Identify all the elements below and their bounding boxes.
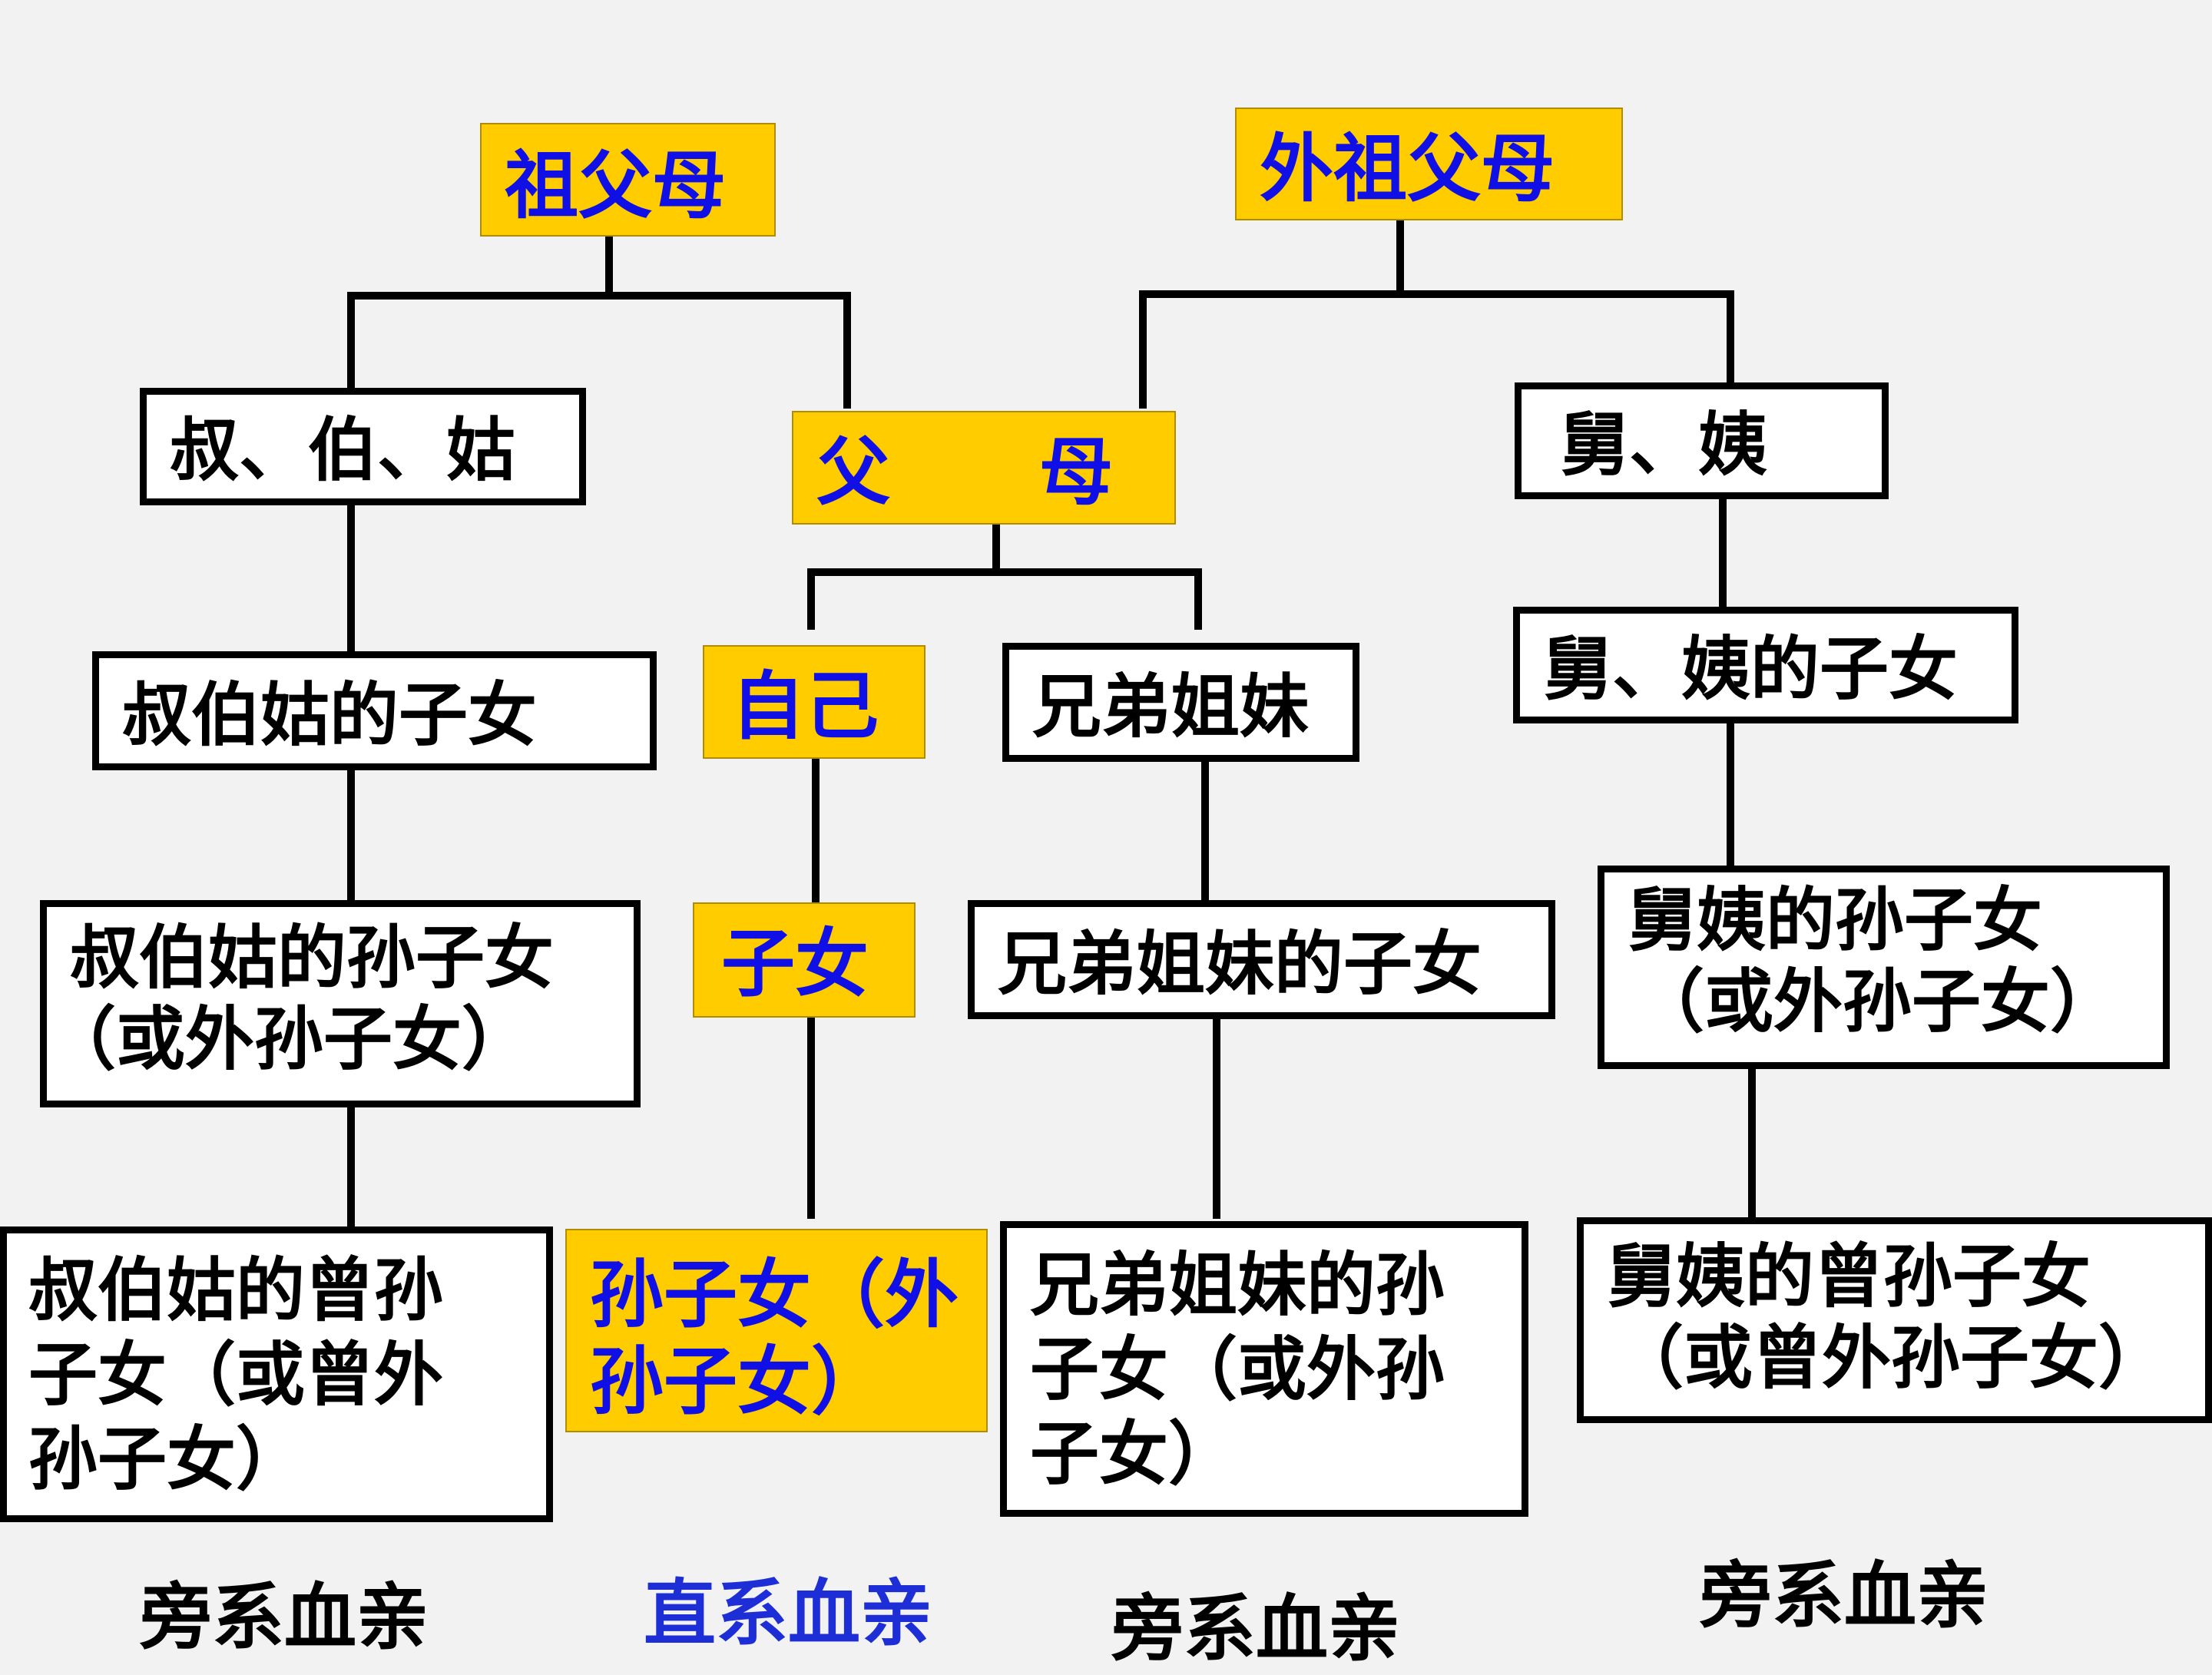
node-paternal-great-grandchildren: 叔伯姑的曾孙 子女（或曾外 孙子女） (0, 1226, 553, 1522)
node-sibling-children: 兄弟姐妹的子女 (968, 900, 1555, 1019)
node-label: 舅、姨 (1560, 405, 1767, 485)
node-maternal-grandparents: 外祖父母 (1235, 108, 1623, 220)
node-label-line: （或外孙子女） (47, 999, 531, 1081)
node-label: 舅、姨的子女 (1543, 629, 1958, 710)
node-label: 外祖父母 (1260, 126, 1555, 212)
node-parents: 父 母 (792, 411, 1176, 525)
node-label: 兄弟姐妹的子女 (998, 924, 1482, 1005)
caption-collateral-middle: 旁系血亲 (1111, 1587, 1401, 1671)
node-label: 子女 (721, 921, 869, 1007)
node-label: 自己 (731, 664, 879, 750)
caption-collateral-left: 旁系血亲 (140, 1576, 429, 1660)
node-maternal-uncles-aunts: 舅、姨 (1515, 382, 1889, 499)
node-label-line: 子女） (1030, 1413, 1237, 1495)
node-label-mother: 母 (1039, 429, 1113, 515)
node-label-line: 叔伯姑的曾孙 (28, 1250, 443, 1331)
node-label-line: 子女（或外孙 (1030, 1329, 1445, 1410)
node-label-line: 兄弟姐妹的孙 (1030, 1245, 1445, 1326)
node-grandchildren: 孙子女（外 孙子女） (565, 1229, 988, 1432)
node-sibling-grandchildren: 兄弟姐妹的孙 子女（或外孙 子女） (1000, 1221, 1528, 1517)
node-label-line: 子女（或曾外 (28, 1334, 443, 1415)
node-self: 自己 (703, 645, 926, 759)
node-label: 叔、伯、姑 (170, 410, 515, 491)
node-label-line: 叔伯姑的孙子女 (70, 918, 554, 998)
node-paternal-uncles-aunts: 叔、伯、姑 (140, 388, 586, 505)
node-label-line: 舅姨的曾孙子女 (1607, 1236, 2091, 1317)
node-label: 祖父母 (505, 143, 726, 229)
node-label-father: 父 (816, 429, 890, 515)
node-label-line: （或外孙子女） (1635, 962, 2119, 1043)
node-paternal-cousin-children: 叔伯姑的孙子女 （或外孙子女） (40, 900, 641, 1107)
caption-collateral-right: 旁系血亲 (1700, 1554, 1989, 1638)
node-maternal-cousin-children: 舅姨的孙子女 （或外孙子女） (1598, 866, 2170, 1069)
node-label-line: 孙子女） (28, 1418, 305, 1500)
node-maternal-cousins: 舅、姨的子女 (1513, 607, 2018, 723)
node-grandparents: 祖父母 (480, 123, 776, 237)
caption-direct: 直系血亲 (644, 1572, 933, 1656)
node-label: 叔伯姑的子女 (122, 675, 537, 756)
node-children: 子女 (693, 902, 916, 1018)
node-label-line: 孙子女） (590, 1339, 885, 1425)
node-label: 兄弟姐妹 (1032, 667, 1309, 747)
node-paternal-cousins: 叔伯姑的子女 (92, 651, 657, 770)
node-label-line: 孙子女（外 (590, 1252, 959, 1338)
node-siblings: 兄弟姐妹 (1002, 643, 1359, 762)
node-maternal-great-grandchildren: 舅姨的曾孙子女 （或曾外孙子女） (1577, 1217, 2212, 1423)
node-label-line: （或曾外孙子女） (1614, 1318, 2167, 1399)
node-label-line: 舅姨的孙子女 (1628, 880, 2042, 961)
